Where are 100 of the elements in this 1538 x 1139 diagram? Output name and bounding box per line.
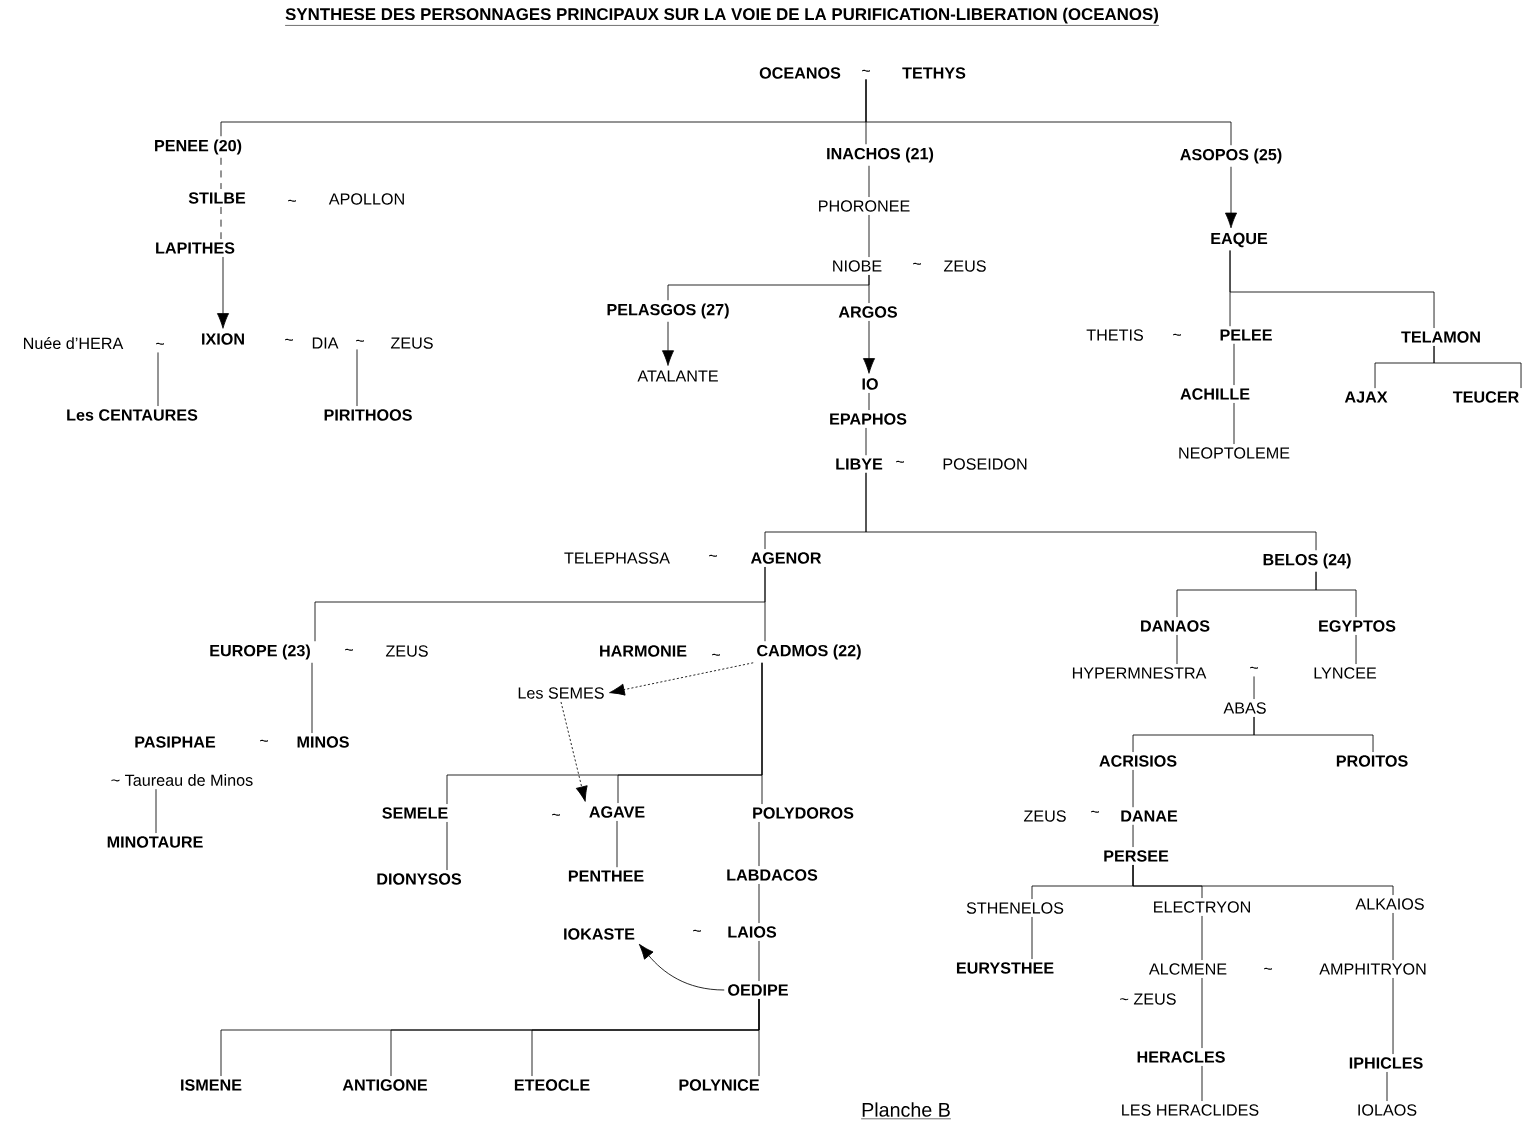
person-name: EURYSTHEE	[956, 962, 1054, 974]
person-name: PIRITHOOS	[324, 409, 412, 421]
person-name: PASIPHAE	[135, 736, 216, 748]
person-name: AMPHITRYON	[1319, 963, 1426, 975]
arrow	[1225, 166, 1238, 229]
person-name: IXION	[202, 333, 244, 345]
marriage-tilde: ~	[862, 69, 870, 72]
person-name: ACHILLE	[1180, 388, 1250, 400]
person-name: Les SEMES	[518, 687, 604, 699]
person-name: IPHICLES	[1349, 1057, 1423, 1069]
person-name: TETHYS	[902, 67, 966, 79]
marriage-tilde: ~	[356, 339, 364, 342]
descent-line	[157, 352, 159, 407]
descent-line	[764, 566, 766, 642]
descent-line	[1201, 1065, 1203, 1102]
person-name: EAQUE	[1211, 232, 1268, 248]
person-name: ARGOS	[838, 306, 897, 318]
descent-line	[220, 206, 222, 240]
person-name: LAIOS	[728, 926, 777, 938]
person-name: ETEOCLE	[514, 1079, 590, 1091]
person-name: IOKASTE	[564, 928, 635, 940]
marriage-tilde: ~	[1173, 333, 1181, 336]
arrow	[638, 943, 725, 991]
person-name: INACHOS (21)	[827, 147, 934, 163]
marriage-tilde: ~	[1264, 967, 1272, 970]
marriage-tilde: ~	[913, 262, 921, 265]
person-name: AJAX	[1344, 391, 1388, 403]
descent-line	[758, 883, 760, 924]
person-name: Les CENTAURES	[67, 409, 198, 421]
person-name: HARMONIE	[600, 645, 687, 657]
arrow	[609, 662, 754, 696]
descent-line	[868, 274, 870, 304]
descent-line	[1253, 676, 1255, 700]
arrow	[863, 320, 876, 374]
person-name: PELASGOS (27)	[607, 303, 729, 319]
person-name: IOLAOS	[1358, 1104, 1417, 1116]
person-name: ZEUS	[1023, 810, 1066, 822]
descent-line	[761, 662, 763, 805]
arrow	[217, 256, 229, 329]
person-name: LES HERACLIDES	[1122, 1104, 1259, 1116]
descent-line	[1315, 571, 1357, 618]
person-name: POLYDOROS	[753, 807, 854, 819]
marriage-tilde: ~	[896, 460, 904, 463]
descent-line	[155, 788, 157, 834]
person-name: LIBYE	[836, 458, 883, 470]
person-name: THETIS	[1086, 329, 1143, 341]
descent-line	[868, 165, 870, 198]
marriage-tilde: ~	[1091, 810, 1099, 813]
person-name: ALCMENE	[1148, 963, 1227, 975]
person-name: BELOS (24)	[1263, 553, 1351, 569]
arrow	[560, 701, 588, 802]
person-name: TEUCER	[1452, 391, 1519, 403]
person-name: ACRISIOS	[1099, 755, 1177, 767]
arrow	[662, 321, 674, 366]
person-name: ANTIGONE	[342, 1079, 428, 1091]
person-name: SEMELE	[382, 807, 448, 819]
person-name: PHORONEE	[819, 200, 910, 212]
descent-line	[1355, 634, 1357, 665]
descent-line	[1132, 769, 1134, 808]
descent-line	[868, 214, 870, 258]
marriage-tilde: ~	[693, 929, 701, 932]
person-name: ZEUS	[390, 337, 433, 349]
descent-line	[1386, 1071, 1388, 1102]
descent-line	[1132, 824, 1134, 848]
person-name: Nuée d’HERA	[24, 336, 124, 350]
descent-line	[1233, 343, 1235, 386]
descent-line	[1253, 716, 1374, 753]
person-name: ATALANTE	[637, 370, 718, 382]
partner-name: ~ ZEUS	[1120, 993, 1176, 1005]
marriage-tilde: ~	[260, 739, 268, 742]
descent-line	[865, 427, 867, 456]
descent-line	[758, 940, 760, 982]
descent-line	[311, 662, 313, 734]
person-name: POLYNICE	[679, 1079, 759, 1091]
descent-line	[1201, 977, 1203, 1049]
descent-line	[616, 820, 618, 868]
descent-line	[1132, 864, 1394, 896]
descent-line	[1229, 250, 1435, 329]
person-name: MINOTAURE	[107, 836, 203, 848]
descent-line	[868, 392, 870, 411]
person-name: LAPITHES	[156, 242, 235, 254]
person-name: ALKAIOS	[1355, 898, 1424, 910]
person-name: CADMOS (22)	[757, 644, 861, 660]
person-name: STILBE	[188, 192, 246, 204]
marriage-tilde: ~	[285, 338, 293, 341]
descent-line	[758, 998, 760, 1077]
descent-line	[1433, 345, 1522, 389]
person-name: HYPERMNESTRA	[1072, 667, 1207, 679]
person-name: PELEE	[1220, 329, 1272, 341]
person-name: LYNCEE	[1314, 667, 1377, 679]
person-name: EUROPE (23)	[210, 644, 310, 660]
person-name: PROITOS	[1336, 755, 1408, 767]
person-name: PERSEE	[1104, 850, 1169, 862]
person-name: OEDIPE	[728, 984, 788, 996]
marriage-tilde: ~	[156, 342, 164, 345]
person-name: ~ Taureau de Minos	[111, 774, 253, 786]
person-name: ZEUS	[385, 645, 428, 657]
descent-line	[356, 349, 358, 407]
person-name: POSEIDON	[943, 458, 1027, 470]
marriage-tilde: ~	[1250, 666, 1258, 669]
